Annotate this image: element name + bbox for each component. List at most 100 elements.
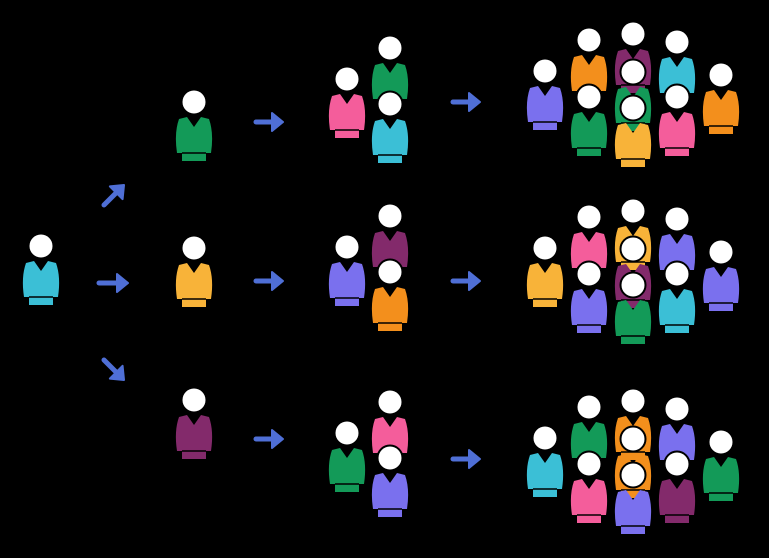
person-body — [658, 112, 696, 156]
person-head — [27, 232, 55, 260]
gen3-person-1-5 — [702, 61, 740, 134]
person-head — [619, 58, 647, 86]
arrow-gen2-to-gen3-1 — [450, 92, 481, 112]
person-head — [531, 57, 559, 85]
person-head — [663, 28, 691, 56]
people-layer — [22, 20, 740, 534]
person-head — [619, 271, 647, 299]
person-body — [328, 94, 366, 138]
arrow-gen1-to-gen2-2 — [253, 271, 284, 291]
person-body — [175, 117, 213, 161]
person-head — [619, 197, 647, 225]
gen3-person-3-6 — [570, 450, 608, 523]
gen2-person-3-3 — [371, 444, 409, 517]
person-body — [371, 287, 409, 331]
person-body — [658, 289, 696, 333]
arrow-gen2-to-gen3-3 — [450, 449, 481, 469]
person-head — [619, 235, 647, 263]
arrows-layer — [96, 92, 481, 469]
gen2-person-3-1 — [328, 419, 366, 492]
arrow-gen1-to-gen2-1 — [253, 112, 284, 132]
gen2-person-1-1 — [328, 65, 366, 138]
gen2-person-1-3 — [371, 90, 409, 163]
gen3-person-2-5 — [702, 238, 740, 311]
gen1-person-2 — [175, 234, 213, 307]
person-head — [180, 386, 208, 414]
person-body — [175, 415, 213, 459]
person-head — [707, 428, 735, 456]
person-head — [376, 444, 404, 472]
gen3-person-1-9 — [658, 83, 696, 156]
gen3-person-2-1 — [526, 234, 564, 307]
gen1-person-1 — [175, 88, 213, 161]
person-body — [614, 490, 652, 534]
person-head — [376, 34, 404, 62]
person-head — [376, 258, 404, 286]
person-head — [575, 203, 603, 231]
person-head — [663, 450, 691, 478]
person-head — [333, 419, 361, 447]
arrow-gen1-to-gen2-3 — [253, 429, 284, 449]
person-head — [663, 205, 691, 233]
person-head — [531, 424, 559, 452]
person-body — [614, 123, 652, 167]
person-body — [526, 86, 564, 130]
gen3-person-2-9 — [658, 260, 696, 333]
gen3-person-2-6 — [570, 260, 608, 333]
person-head — [376, 90, 404, 118]
person-body — [570, 112, 608, 156]
person-head — [663, 260, 691, 288]
person-head — [180, 88, 208, 116]
gen3-person-3-7 — [614, 461, 652, 534]
gen3-person-1-1 — [526, 57, 564, 130]
person-body — [570, 479, 608, 523]
person-head — [619, 461, 647, 489]
gen1-person-3 — [175, 386, 213, 459]
person-body — [526, 453, 564, 497]
person-body — [614, 300, 652, 344]
person-head — [575, 260, 603, 288]
person-head — [575, 83, 603, 111]
person-body — [328, 262, 366, 306]
person-head — [575, 26, 603, 54]
gen3-person-3-9 — [658, 450, 696, 523]
person-body — [570, 289, 608, 333]
person-head — [531, 234, 559, 262]
person-head — [376, 388, 404, 416]
person-head — [663, 83, 691, 111]
person-head — [663, 395, 691, 423]
person-body — [371, 473, 409, 517]
person-body — [702, 457, 740, 501]
person-head — [180, 234, 208, 262]
person-body — [371, 119, 409, 163]
person-body — [702, 90, 740, 134]
gen3-person-3-1 — [526, 424, 564, 497]
gen2-person-2-3 — [371, 258, 409, 331]
person-head — [333, 233, 361, 261]
gen2-person-2-1 — [328, 233, 366, 306]
person-body — [702, 267, 740, 311]
person-head — [619, 94, 647, 122]
person-body — [22, 261, 60, 305]
person-head — [619, 387, 647, 415]
gen3-person-3-5 — [702, 428, 740, 501]
person-head — [619, 20, 647, 48]
gen3-person-2-7 — [614, 271, 652, 344]
gen3-person-1-7 — [614, 94, 652, 167]
arrow-to-branch-1 — [101, 184, 125, 208]
person-body — [175, 263, 213, 307]
person-head — [333, 65, 361, 93]
arrow-to-branch-3 — [101, 357, 125, 381]
person-head — [376, 202, 404, 230]
person-body — [658, 479, 696, 523]
person-head — [619, 425, 647, 453]
source-person — [22, 232, 60, 305]
gen3-person-1-6 — [570, 83, 608, 156]
person-head — [707, 238, 735, 266]
arrow-to-branch-2 — [96, 273, 129, 293]
person-head — [575, 450, 603, 478]
arrow-gen2-to-gen3-2 — [450, 271, 481, 291]
person-head — [575, 393, 603, 421]
person-body — [328, 448, 366, 492]
